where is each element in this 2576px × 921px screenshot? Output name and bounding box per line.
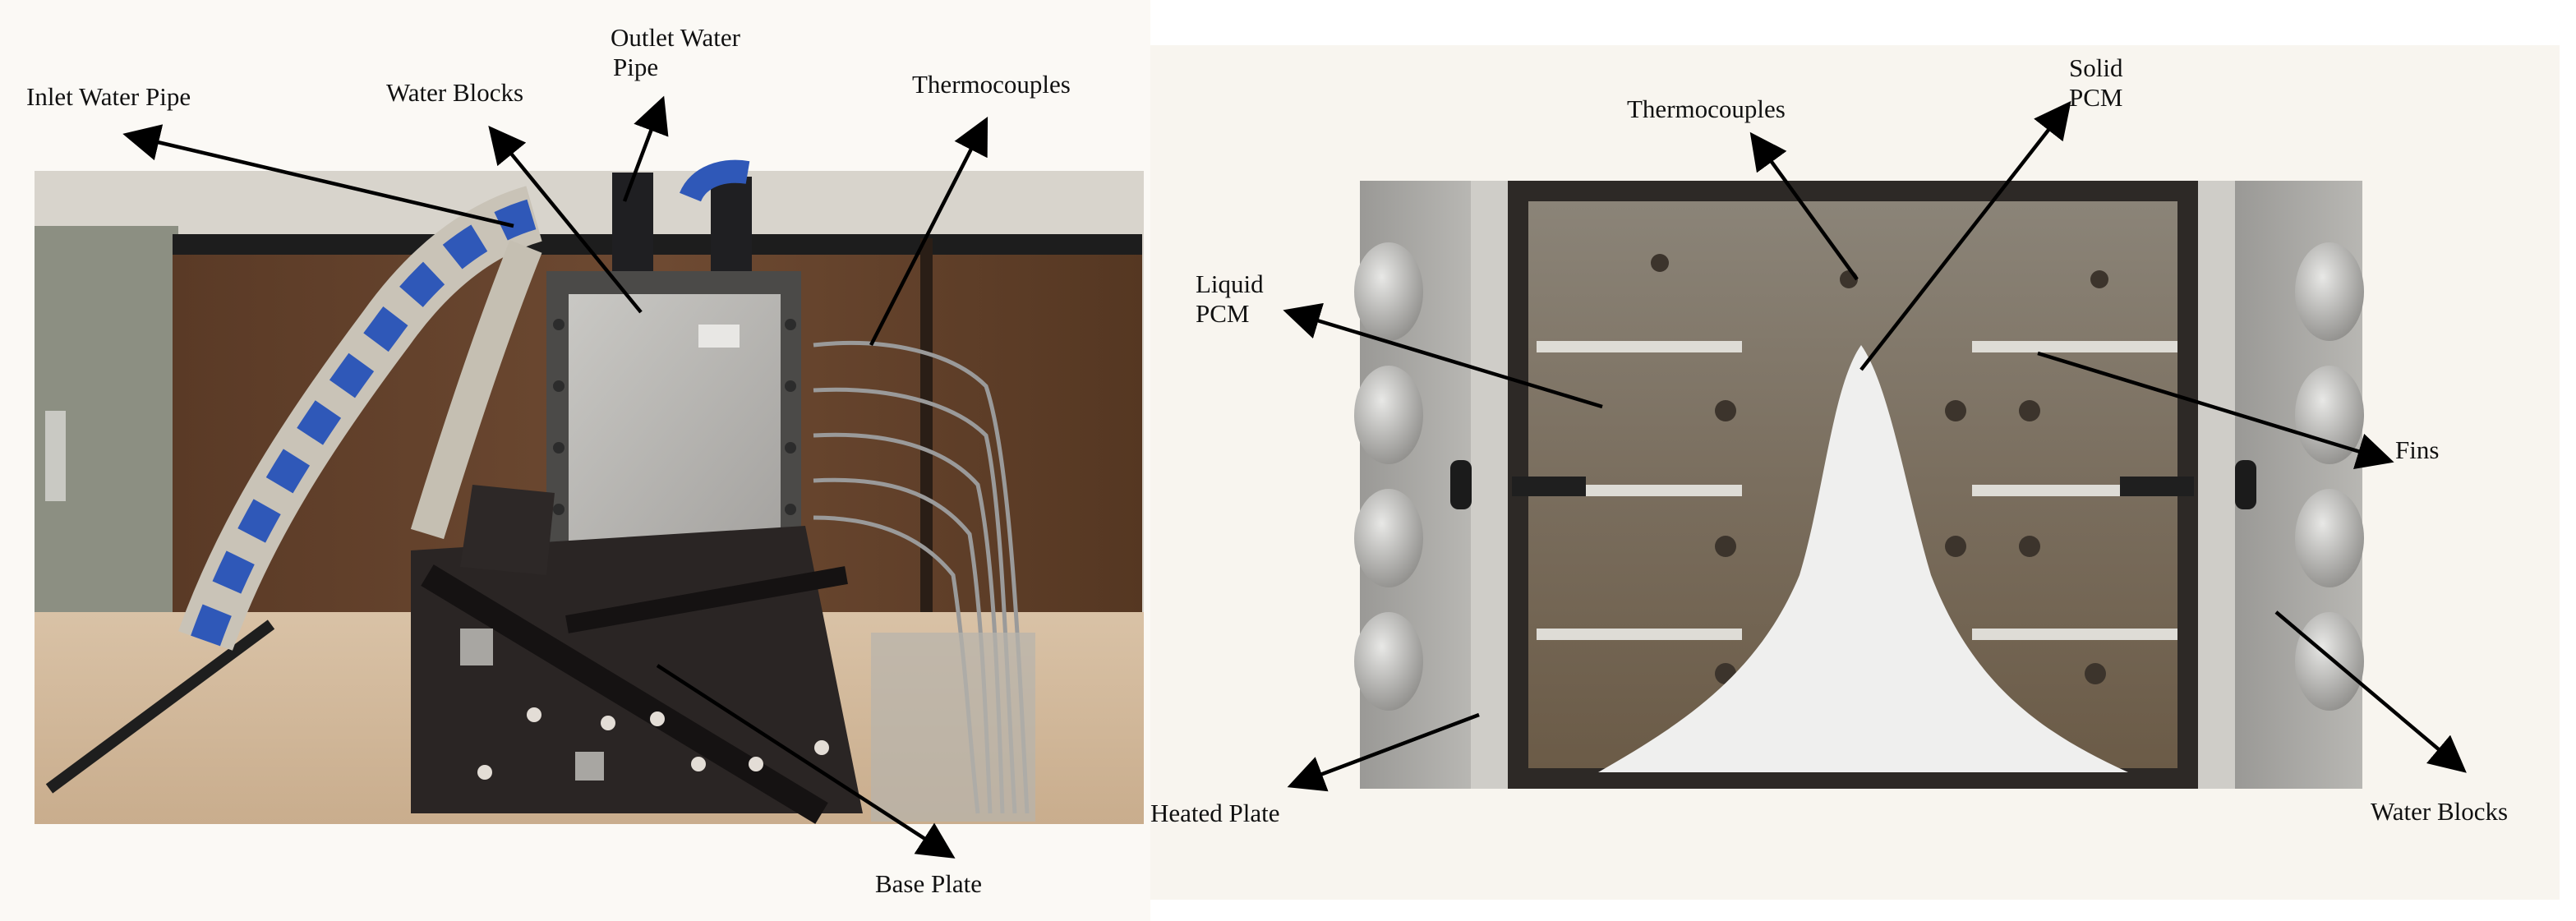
arrow-outlet-water-pipe [622,95,669,202]
arrow-fins [2037,351,2394,469]
arrow-thermocouples [869,116,988,347]
cabinet-handle [45,411,66,501]
arrow-solid-pcm [1859,100,2071,371]
label-thermocouples: Thermocouples [912,70,1071,99]
label-heated-plate: Heated Plate [1150,799,1280,827]
label-liquid-pcm-line2: PCM [1196,299,1250,328]
heated-plate-right [2198,181,2235,789]
label-outlet-water-pipe-line1: Outlet Water [611,23,740,52]
left-block-disks [1354,242,1423,711]
fins [1537,341,2177,640]
arrow-water-blocks [488,126,643,314]
arrow-heated-plate [1287,712,1480,792]
outlet-water-pipe [612,173,653,271]
arrow-base-plate [656,664,956,859]
heated-plate-left [1471,181,1508,789]
solid-pcm [1598,345,2128,772]
label-liquid-pcm: Liquid PCM [1196,269,1264,329]
annotation-arrows [122,95,2467,859]
left-photo [35,159,1144,824]
label-solid-pcm: Solid PCM [2069,53,2122,113]
label-outlet-water-pipe: Outlet Water Pipe [610,23,741,82]
water-block-face [569,294,781,555]
label-liquid-pcm-line1: Liquid [1196,269,1264,298]
label-inlet-water-pipe: Inlet Water Pipe [26,82,191,111]
label-fins: Fins [2395,435,2440,464]
arrow-liquid-pcm [1283,302,1603,409]
label-water-blocks: Water Blocks [386,78,524,107]
label-solid-pcm-line2: PCM [2069,83,2123,112]
arrow-inlet-water-pipe [122,124,514,228]
arrow-water-blocks-right [2274,610,2467,773]
wall-frame-top [173,234,1142,255]
label-base-plate: Base Plate [875,869,982,898]
label-right-thermocouples: Thermocouples [1627,94,1786,123]
right-block-disks [2295,242,2364,711]
label-water-blocks-right: Water Blocks [2371,797,2509,826]
right-photo [1354,181,2364,789]
label-solid-pcm-line1: Solid [2069,53,2123,82]
arrow-right-thermocouples [1749,131,1859,281]
label-outlet-water-pipe-line2: Pipe [613,53,659,81]
thermocouple-probes [1651,254,2108,684]
inlet-water-pipe [191,198,539,647]
